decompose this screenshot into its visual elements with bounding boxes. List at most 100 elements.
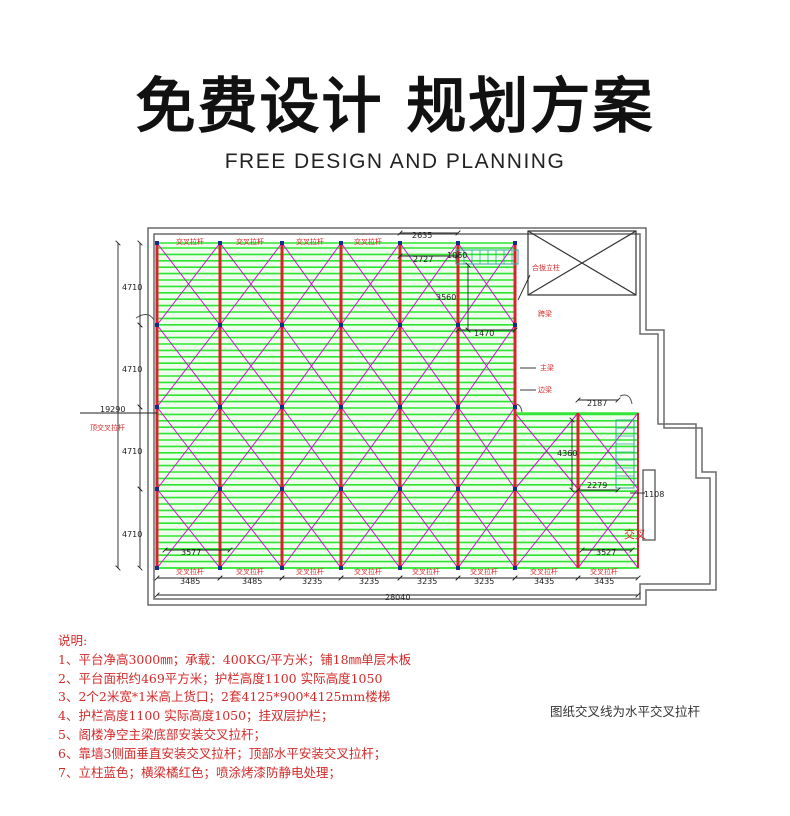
deck-outline [156, 242, 639, 569]
notes-block: 说明: 1、平台净高3000㎜；承载：400KG/平方米；铺18㎜单层木板 2、… [58, 632, 538, 782]
column-post [339, 405, 343, 409]
note-item-2: 2、平台面积约469平方米；护栏高度1100 实际高度1050 [58, 670, 383, 686]
column-post [280, 323, 284, 327]
column-post [513, 241, 517, 245]
column-post [456, 566, 460, 570]
column-post [155, 405, 159, 409]
column-post [218, 323, 222, 327]
dim-top-5: 1470 [474, 329, 494, 338]
column-post [155, 323, 159, 327]
notes-heading: 说明: [58, 633, 88, 648]
column-post [339, 566, 343, 570]
brace-line [340, 488, 401, 569]
dim-top-2: 2727 [413, 255, 433, 264]
column-post [280, 487, 284, 491]
dim-bottom-3: 3235 [302, 577, 322, 586]
dim-total-width: 28040 [385, 593, 410, 602]
label-cross-brace-b3: 交叉拉杆 [296, 567, 324, 576]
column-post [339, 323, 343, 327]
dim-top-1: 2635 [412, 231, 432, 240]
brace-line [156, 324, 221, 408]
side-note: 图纸交叉线为水平交叉拉杆 [550, 704, 701, 719]
page-subtitle: FREE DESIGN AND PLANNING [224, 150, 566, 173]
main-beams [155, 241, 639, 570]
column-post [339, 241, 343, 245]
brace-line [399, 324, 459, 408]
label-side-cross-brace: 顶交叉拉杆 [90, 423, 125, 432]
brace-line [577, 488, 639, 569]
column-post [280, 241, 284, 245]
column-post [513, 405, 517, 409]
brace-line [514, 412, 579, 490]
dim-bottom-2: 3485 [242, 577, 262, 586]
column-post [280, 405, 284, 409]
column-post [155, 566, 159, 570]
brace-line [457, 324, 516, 408]
brace-line [340, 324, 401, 408]
column-post [398, 405, 402, 409]
dim-inner-2: 3527 [596, 548, 616, 557]
note-item-5: 5、阁楼净空主梁底部安装交叉拉杆； [58, 726, 266, 742]
column-post [218, 487, 222, 491]
page-title: 免费设计 规划方案 [135, 72, 655, 142]
column-post [456, 323, 460, 327]
brace-line [281, 488, 342, 569]
label-cross-brace-b1: 交叉拉杆 [176, 567, 204, 576]
brace-line [281, 324, 342, 408]
column-post [339, 487, 343, 491]
dimension-lines [80, 233, 645, 595]
brace-line [219, 488, 283, 569]
label-cross: 交叉 [624, 527, 646, 541]
platform-deck [156, 242, 639, 569]
dim-top-4: 3560 [436, 293, 456, 302]
dim-right-1: 2187 [587, 399, 607, 408]
column-post [456, 241, 460, 245]
brace-line [219, 242, 283, 326]
column-post [456, 405, 460, 409]
note-item-1: 1、平台净高3000㎜；承载：400KG/平方米；铺18㎜单层木板 [58, 651, 412, 667]
dim-right-2: 4360 [557, 449, 577, 458]
brace-line [281, 242, 342, 326]
brace-line [514, 488, 579, 569]
label-cross-brace-4: 交叉拉杆 [354, 237, 382, 246]
dim-bottom-1: 3485 [180, 577, 200, 586]
dim-bottom-5: 3235 [417, 577, 437, 586]
brace-line [577, 412, 639, 490]
column-post [513, 487, 517, 491]
column-post [513, 323, 517, 327]
brace-line [340, 406, 401, 490]
brace-line [156, 488, 221, 569]
loading-opening [527, 230, 637, 296]
note-item-3: 3、2个2米宽*1米高上货口；2套4125*900*4125mm楼梯 [58, 689, 391, 705]
label-stair-column: 合拢立柱 [532, 263, 560, 272]
column-post [218, 566, 222, 570]
brace-line [457, 488, 516, 569]
brace-line [399, 406, 459, 490]
label-cross-brace-b2: 交叉拉杆 [236, 567, 264, 576]
label-cross-brace-b7: 交叉拉杆 [530, 567, 558, 576]
dim-bottom-6: 3235 [474, 577, 494, 586]
column-post [218, 241, 222, 245]
dim-right-3: 2279 [587, 481, 607, 490]
label-cross-brace-b4: 交叉拉杆 [354, 567, 382, 576]
stair-icon [455, 249, 635, 489]
column-post [398, 241, 402, 245]
column-post [398, 323, 402, 327]
brace-line [281, 406, 342, 490]
brace-line [457, 406, 516, 490]
brace-line [156, 242, 221, 326]
dim-right-4: 1108 [644, 490, 664, 499]
dim-left-2: 4710 [122, 365, 142, 374]
label-cross-brace-b5: 交叉拉杆 [412, 567, 440, 576]
dim-top-3: 1060 [447, 251, 467, 260]
dim-left-3: 4710 [122, 447, 142, 456]
column-post [155, 241, 159, 245]
brace-line [219, 406, 283, 490]
building-outline [147, 227, 717, 606]
label-cross-beam: 跨梁 [538, 309, 552, 318]
column-post [513, 566, 517, 570]
label-leader [517, 274, 531, 301]
brace-line [219, 324, 283, 408]
label-cross-brace-b6: 交叉拉杆 [470, 567, 498, 576]
